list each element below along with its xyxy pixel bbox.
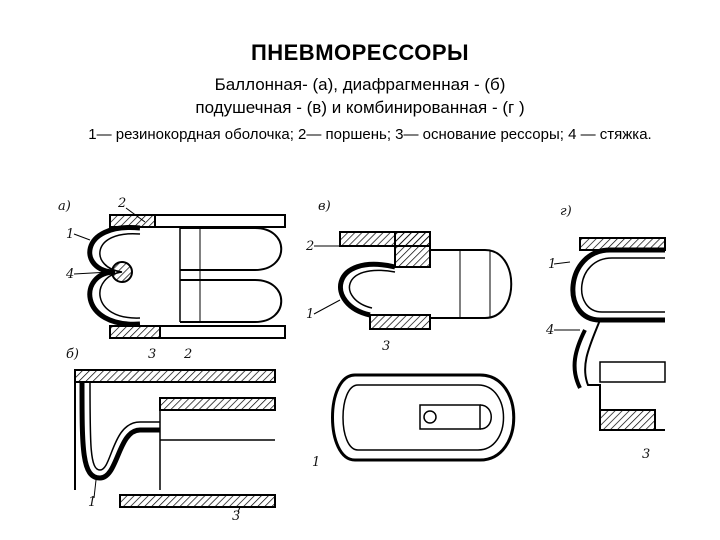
callout-v-2: 2 [305, 239, 314, 254]
page-title: ПНЕВМОРЕССОРЫ [250, 40, 470, 65]
callout-a-2: 2 [117, 196, 126, 211]
callout-b-2: 2 [183, 347, 192, 362]
callout-a-3: 3 [148, 347, 156, 362]
leader-lines [73, 207, 580, 513]
callout-g-3: 3 [642, 447, 650, 462]
figure-a-bellows-spring [87, 214, 286, 339]
callout-b-3: 3 [232, 509, 240, 524]
panel-letter-a: а) [58, 199, 71, 214]
panel-letter-b: б) [66, 347, 79, 362]
callout-g-4: 4 [545, 323, 554, 338]
figure-v-cushion-spring [331, 231, 516, 462]
subtitle-line-2: подушечная - (в) и комбинированная - (г … [195, 98, 525, 117]
callout-v-1-lower: 1 [312, 455, 320, 470]
callout-b-1: 1 [88, 495, 96, 510]
callout-v-3: 3 [382, 339, 390, 354]
subtitle-line-1: Баллонная- (а), диафрагменная - (б) [214, 75, 506, 94]
callout-v-1: 1 [306, 307, 314, 322]
callout-a-4: 4 [65, 267, 74, 282]
panel-letter-v: в) [318, 199, 331, 214]
panel-letter-g: г) [560, 204, 572, 219]
figure-b-diaphragm-spring [74, 369, 276, 508]
component-legend: 1— резинокордная оболочка; 2— поршень; 3… [88, 126, 652, 143]
figure-g-combined-spring [570, 237, 666, 431]
callout-g-1: 1 [548, 257, 556, 272]
callout-a-1: 1 [66, 227, 74, 242]
